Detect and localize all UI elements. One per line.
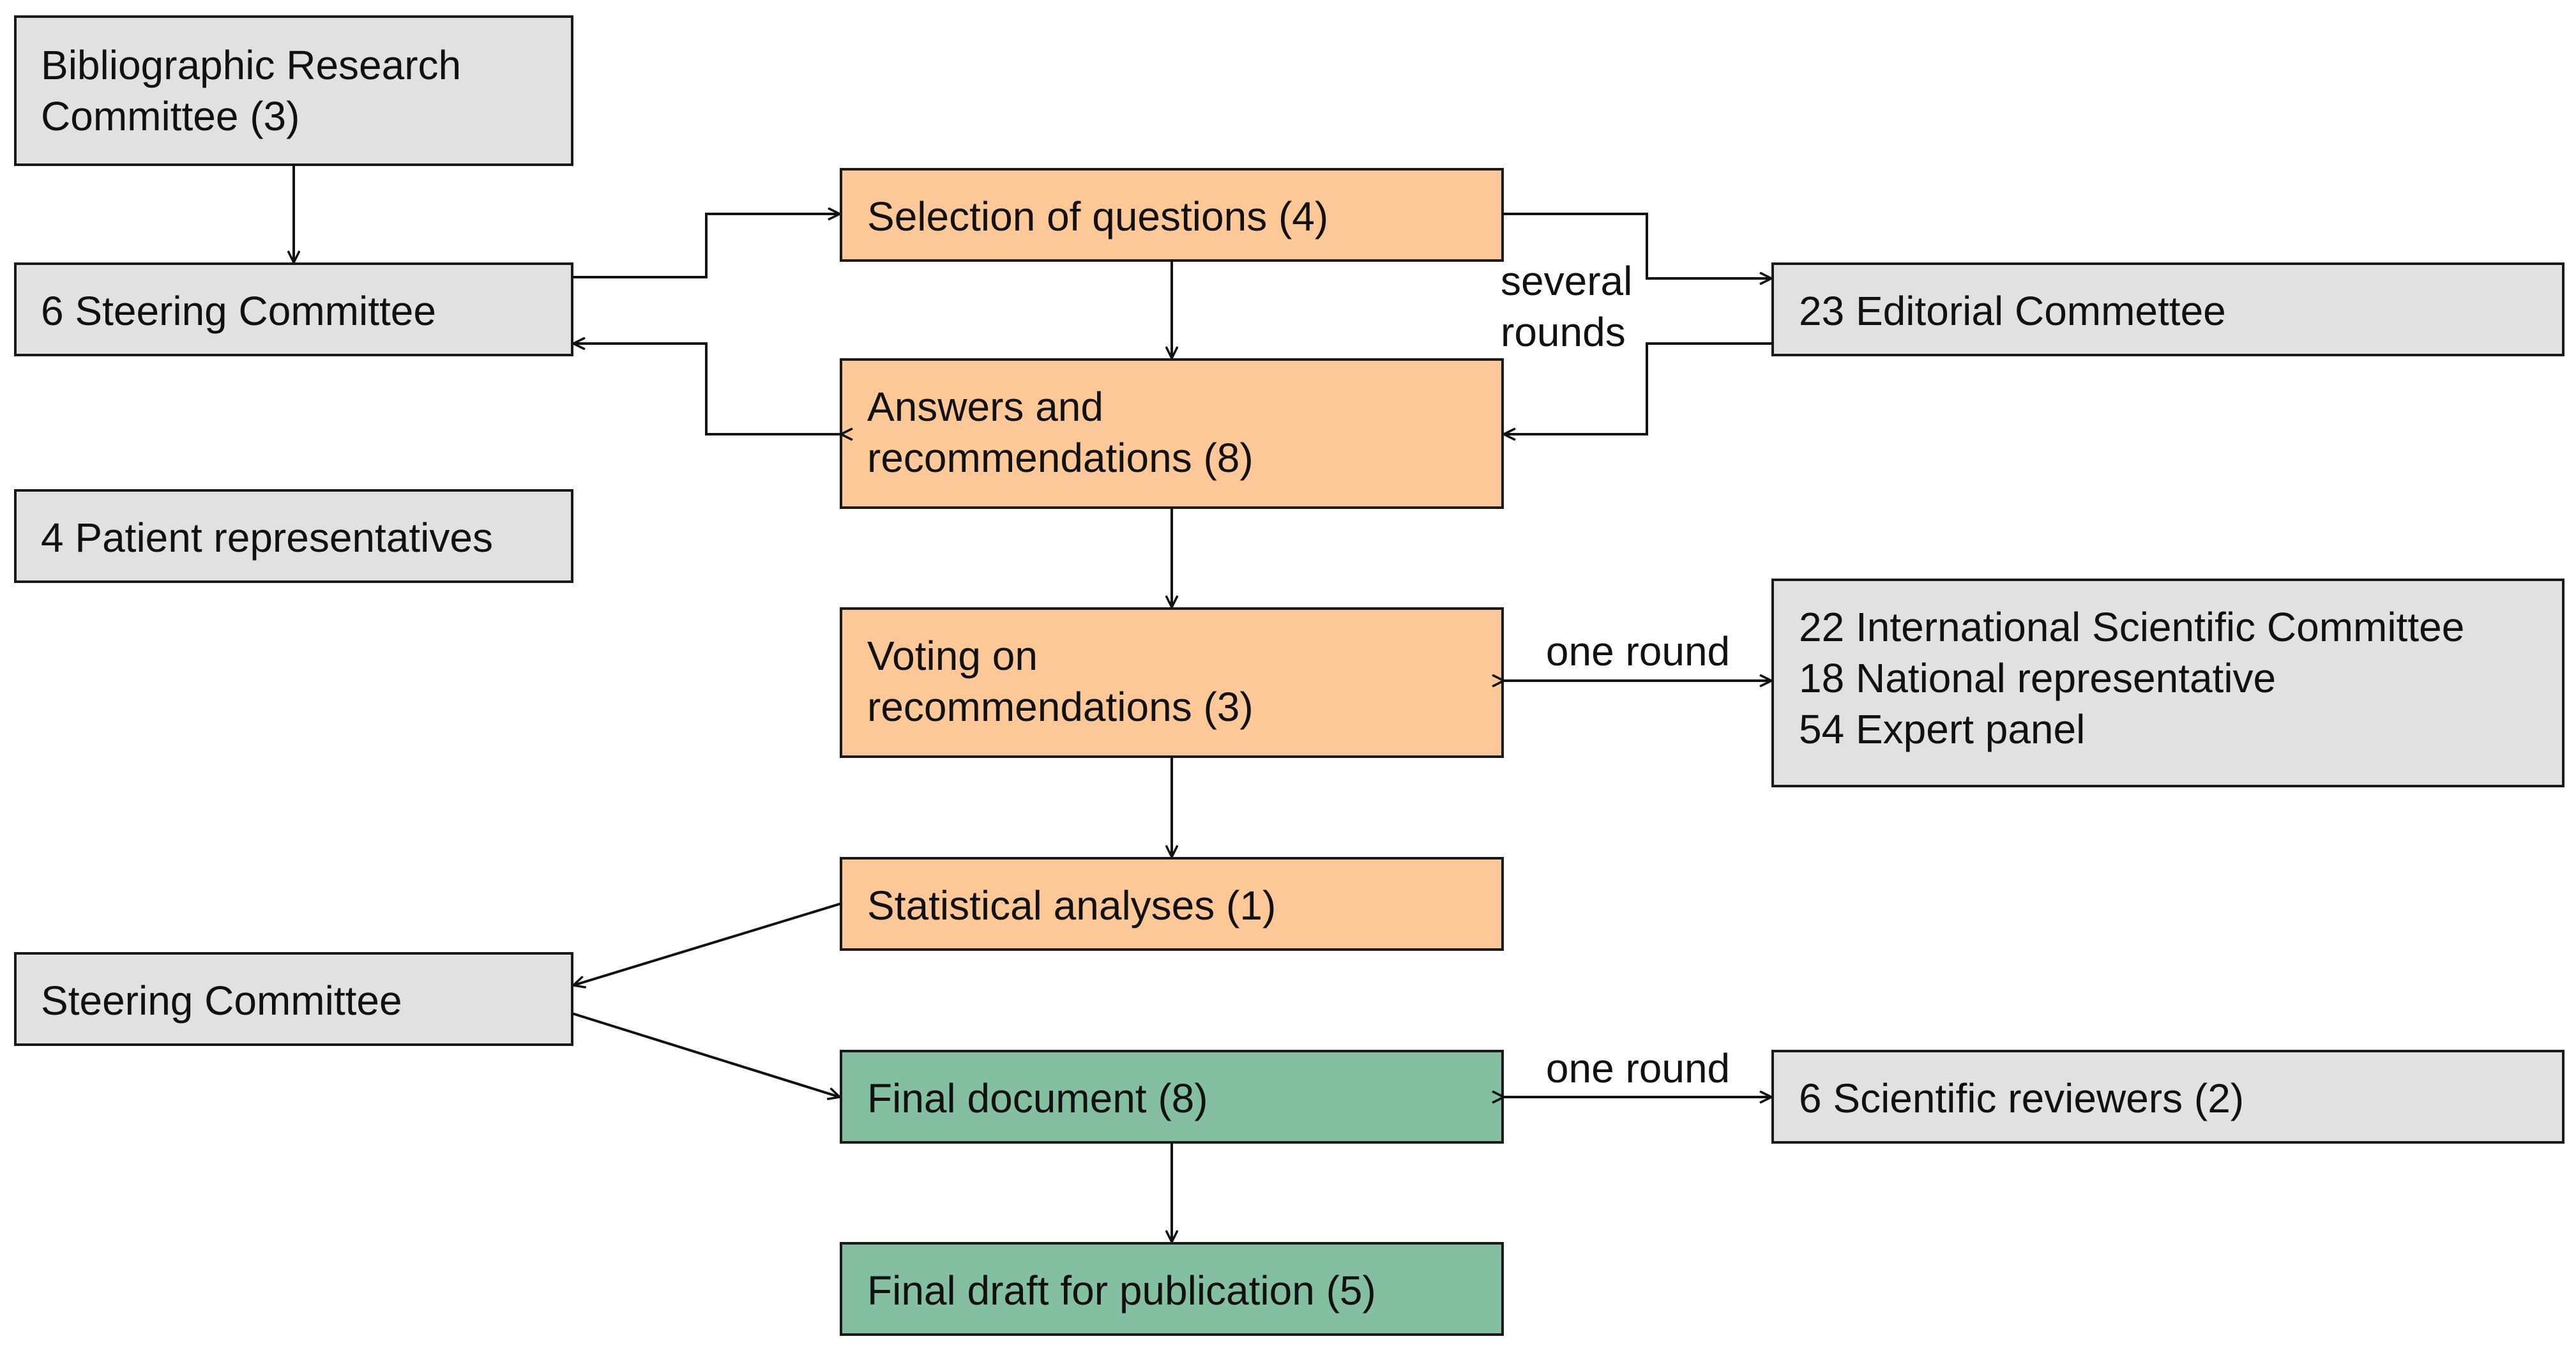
- node-voting-on-recommendations: Voting on recommendations (3): [840, 607, 1504, 758]
- node-label: Steering Committee: [41, 978, 402, 1024]
- node-voting-panel: 22 International Scientific Committee 18…: [1771, 579, 2565, 787]
- node-label: 54 Expert panel: [1799, 706, 2085, 752]
- node-box: [14, 952, 573, 1046]
- node-box: [840, 1242, 1504, 1336]
- node-patient-representatives: 4 Patient representatives: [14, 489, 573, 583]
- node-label: Answers and: [867, 384, 1103, 430]
- node-label: Final draft for publication (5): [867, 1268, 1376, 1314]
- annotation-review-round: one round: [1546, 1045, 1730, 1091]
- node-box: [14, 489, 573, 583]
- node-label: 6 Scientific reviewers (2): [1799, 1075, 2244, 1121]
- node-box: [840, 168, 1504, 262]
- node-box: [14, 262, 573, 356]
- node-steering-committee-top: 6 Steering Committee: [14, 262, 573, 356]
- node-selection-of-questions: Selection of questions (4): [840, 168, 1504, 262]
- node-final-document: Final document (8): [840, 1050, 1504, 1144]
- node-box: [1771, 1050, 2565, 1144]
- node-label: Final document (8): [867, 1075, 1208, 1121]
- node-box: [1771, 579, 2565, 787]
- node-scientific-reviewers: 6 Scientific reviewers (2): [1771, 1050, 2565, 1144]
- node-label: recommendations (3): [867, 684, 1254, 730]
- node-box: [14, 15, 573, 166]
- node-steering-committee-bottom: Steering Committee: [14, 952, 573, 1046]
- node-box: [840, 857, 1504, 951]
- annotation-several-rounds: several rounds: [1501, 258, 1632, 355]
- annotation-label: rounds: [1501, 309, 1626, 355]
- node-label: 4 Patient representatives: [41, 515, 493, 561]
- arrow-steering-to-final-document: [572, 1012, 840, 1097]
- node-label: recommendations (8): [867, 435, 1254, 481]
- node-bibliographic-committee: Bibliographic Research Committee (3): [14, 15, 573, 166]
- node-label: 23 Editorial Commettee: [1799, 288, 2226, 334]
- node-label: 18 National representative: [1799, 655, 2276, 701]
- node-label: Committee (3): [41, 93, 299, 139]
- node-answers-and-recommendations: Answers and recommendations (8): [840, 358, 1504, 509]
- node-label: Voting on: [867, 633, 1038, 679]
- annotation-voting-round: one round: [1546, 628, 1730, 674]
- node-final-draft-for-publication: Final draft for publication (5): [840, 1242, 1504, 1336]
- annotation-label: several: [1501, 258, 1632, 304]
- connectors: [294, 165, 1773, 1242]
- node-editorial-committee: 23 Editorial Commettee: [1771, 262, 2565, 356]
- arrow-selection-to-editorial: [1503, 213, 1771, 278]
- node-box: [1771, 262, 2565, 356]
- node-statistical-analyses: Statistical analyses (1): [840, 857, 1504, 951]
- node-label: Bibliographic Research: [41, 42, 461, 88]
- node-box: [840, 607, 1504, 758]
- node-label: Statistical analyses (1): [867, 882, 1276, 928]
- node-label: 6 Steering Committee: [41, 288, 436, 334]
- node-box: [840, 358, 1504, 509]
- arrow-steering-to-selection: [572, 214, 840, 278]
- arrow-statistics-to-steering: [573, 902, 842, 985]
- node-label: 22 International Scientific Committee: [1799, 604, 2464, 650]
- node-label: Selection of questions (4): [867, 193, 1328, 239]
- arrow-answers-to-steering: [573, 344, 841, 434]
- arrow-editorial-to-answers: [1504, 342, 1773, 434]
